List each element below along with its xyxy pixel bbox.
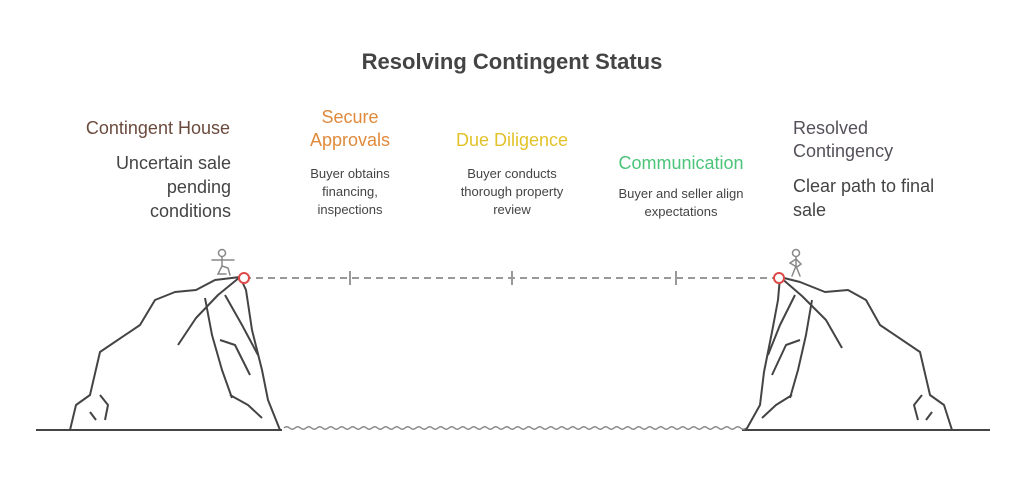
person-icon <box>211 248 235 276</box>
right-cliff <box>745 276 953 431</box>
step-description-secure-approvals: Buyer obtains financing, inspections <box>310 166 390 217</box>
page-title: Resolving Contingent Status <box>361 49 663 74</box>
left-cliff <box>69 276 281 431</box>
start-title: Contingent House <box>85 118 230 138</box>
end-title: Resolved Contingency <box>793 118 894 161</box>
step-title-communication: Communication <box>618 153 744 173</box>
end-description: Clear path to final sale <box>793 176 935 220</box>
step-description-due-diligence: Buyer conducts thorough property review <box>460 166 564 217</box>
step-description-communication: Buyer and seller align expectations <box>618 186 744 219</box>
water-waves <box>283 426 747 430</box>
anchor-left <box>238 272 250 284</box>
step-title-due-diligence: Due Diligence <box>455 130 569 150</box>
step-title-secure-approvals: Secure Approvals <box>309 107 391 150</box>
person-icon <box>788 248 803 277</box>
anchor-right <box>773 272 785 284</box>
start-description: Uncertain sale pending conditions <box>115 153 231 221</box>
